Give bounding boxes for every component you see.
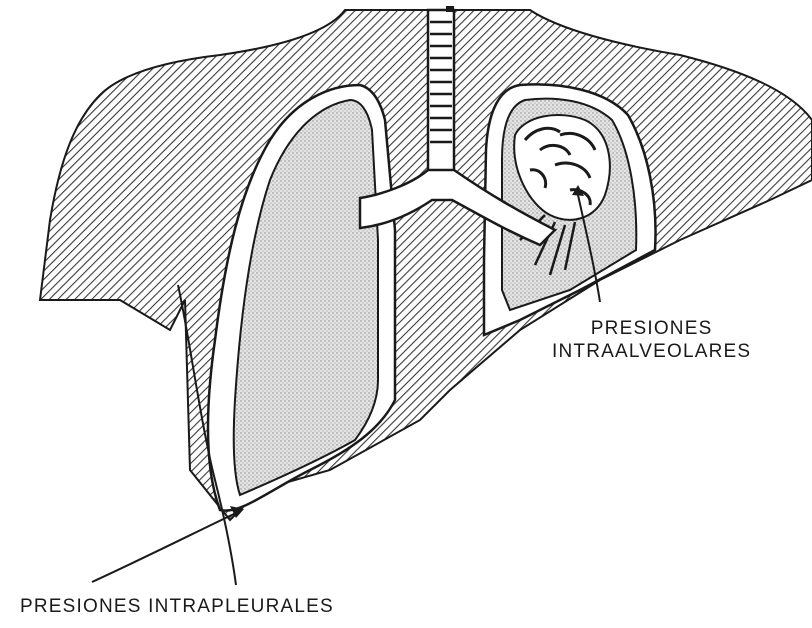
intraalveolar-pressure-label: PRESIONES INTRAALVEOLARES — [552, 318, 751, 364]
intraalveolar-label-line1: PRESIONES — [552, 318, 751, 341]
intraalveolar-label-line2: INTRAALVEOLARES — [552, 341, 751, 364]
chest-wall — [40, 10, 812, 520]
intrapleural-pressure-label: PRESIONES INTRAPLEURALES — [20, 596, 334, 619]
intrapleural-pointer — [92, 512, 238, 582]
trachea — [428, 6, 454, 175]
